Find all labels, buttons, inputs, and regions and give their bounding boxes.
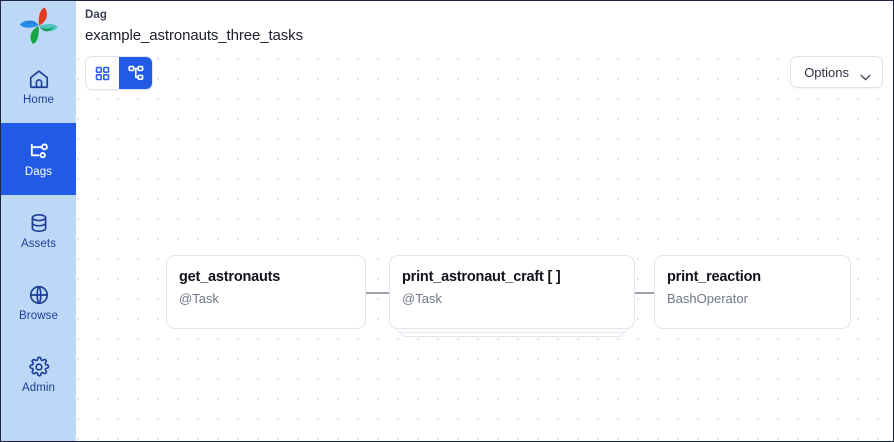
dag-node-print-astronaut-craft[interactable]: print_astronaut_craft [ ] @Task — [389, 255, 635, 329]
airflow-pinwheel-logo[interactable] — [1, 1, 76, 51]
sidebar-item-label: Admin — [21, 381, 56, 394]
sidebar-item-dags[interactable]: Dags — [1, 123, 76, 195]
dag-graph: get_astronauts @Task print_astronaut_cra… — [76, 47, 893, 441]
edge-connector — [635, 292, 654, 294]
globe-icon — [28, 284, 50, 306]
sidebar-item-label: Assets — [20, 237, 57, 250]
sidebar: Home Dags Asse — [1, 1, 76, 441]
sidebar-item-label: Browse — [19, 309, 58, 322]
dag-node-print-reaction[interactable]: print_reaction BashOperator — [654, 255, 851, 329]
tab-graph-view[interactable] — [119, 57, 152, 89]
home-icon — [28, 68, 50, 90]
node-title: get_astronauts — [179, 269, 281, 285]
page-title: example_astronauts_three_tasks — [85, 27, 303, 44]
view-segmented-control — [85, 56, 153, 90]
node-subtitle: BashOperator — [667, 291, 748, 306]
options-button[interactable]: Options — [790, 56, 883, 88]
graph-canvas[interactable]: Options get_astronauts @Task — [76, 47, 893, 441]
graph-nodes-icon — [127, 65, 144, 81]
options-button-label: Options — [804, 64, 849, 80]
sidebar-item-label: Home — [22, 93, 55, 106]
sidebar-item-admin[interactable]: Admin — [1, 339, 76, 411]
page-header: Dag example_astronauts_three_tasks — [76, 1, 893, 47]
database-icon — [28, 212, 50, 234]
sidebar-item-home[interactable]: Home — [1, 51, 76, 123]
node-title: print_reaction — [667, 269, 761, 285]
tab-grid-view[interactable] — [86, 57, 119, 89]
sidebar-item-browse[interactable]: Browse — [1, 267, 76, 339]
sidebar-item-assets[interactable]: Assets — [1, 195, 76, 267]
chevron-down-icon — [860, 69, 871, 80]
view-toggle-group — [85, 56, 153, 90]
node-subtitle: @Task — [179, 291, 219, 306]
main-content: Dag example_astronauts_three_tasks — [76, 1, 893, 441]
gear-icon — [28, 356, 50, 378]
sidebar-item-label: Dags — [24, 165, 53, 178]
dag-node-get-astronauts[interactable]: get_astronauts @Task — [166, 255, 366, 329]
node-title: print_astronaut_craft [ ] — [402, 269, 561, 285]
dag-tree-icon — [28, 140, 50, 162]
node-subtitle: @Task — [402, 291, 442, 306]
breadcrumb: Dag — [85, 9, 108, 21]
grid-squares-icon — [95, 66, 110, 81]
edge-connector — [366, 292, 396, 294]
